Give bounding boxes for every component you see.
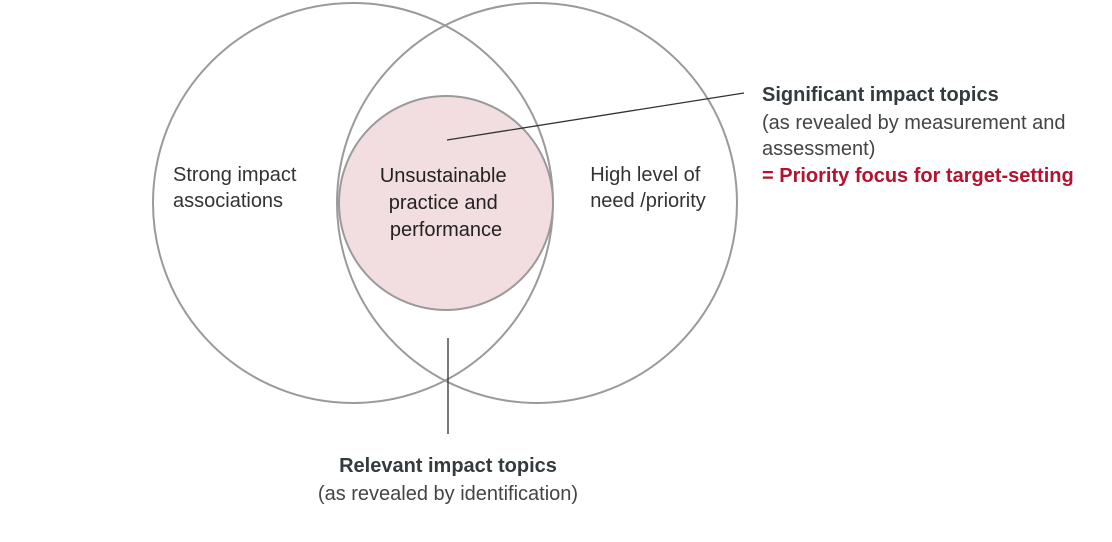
left-circle-label-line1: Strong impact (173, 164, 297, 186)
right-circle-label-line1: High level of (590, 164, 701, 186)
right-circle-label-line2: need /priority (590, 190, 706, 212)
left-circle-label-line2: associations (173, 190, 283, 212)
significant-leader-line (446, 92, 745, 141)
inner-circle (338, 95, 554, 311)
inner-circle-label: Unsustainable practice and performance (380, 165, 512, 241)
relevant-callout-subtitle: (as revealed by identification) (318, 483, 578, 505)
inner-circle-label-line1: Unsustainable (380, 165, 507, 187)
significant-callout-subtitle: (as revealed by measurement and assessme… (762, 112, 1071, 160)
significant-callout-title: Significant impact topics (762, 84, 999, 106)
right-circle-label: High level of need /priority (590, 164, 706, 212)
right-circle (336, 2, 738, 404)
significant-callout-sub-line2: assessment) (762, 138, 875, 160)
priority-focus-label: = Priority focus for target-setting (762, 165, 1074, 187)
left-circle-label: Strong impact associations (173, 164, 302, 212)
significant-callout-sub-line1: (as revealed by measurement and (762, 112, 1066, 134)
relevant-callout-title: Relevant impact topics (339, 455, 557, 477)
inner-circle-label-line3: performance (390, 219, 502, 241)
inner-circle-label-line2: practice and (389, 192, 498, 214)
